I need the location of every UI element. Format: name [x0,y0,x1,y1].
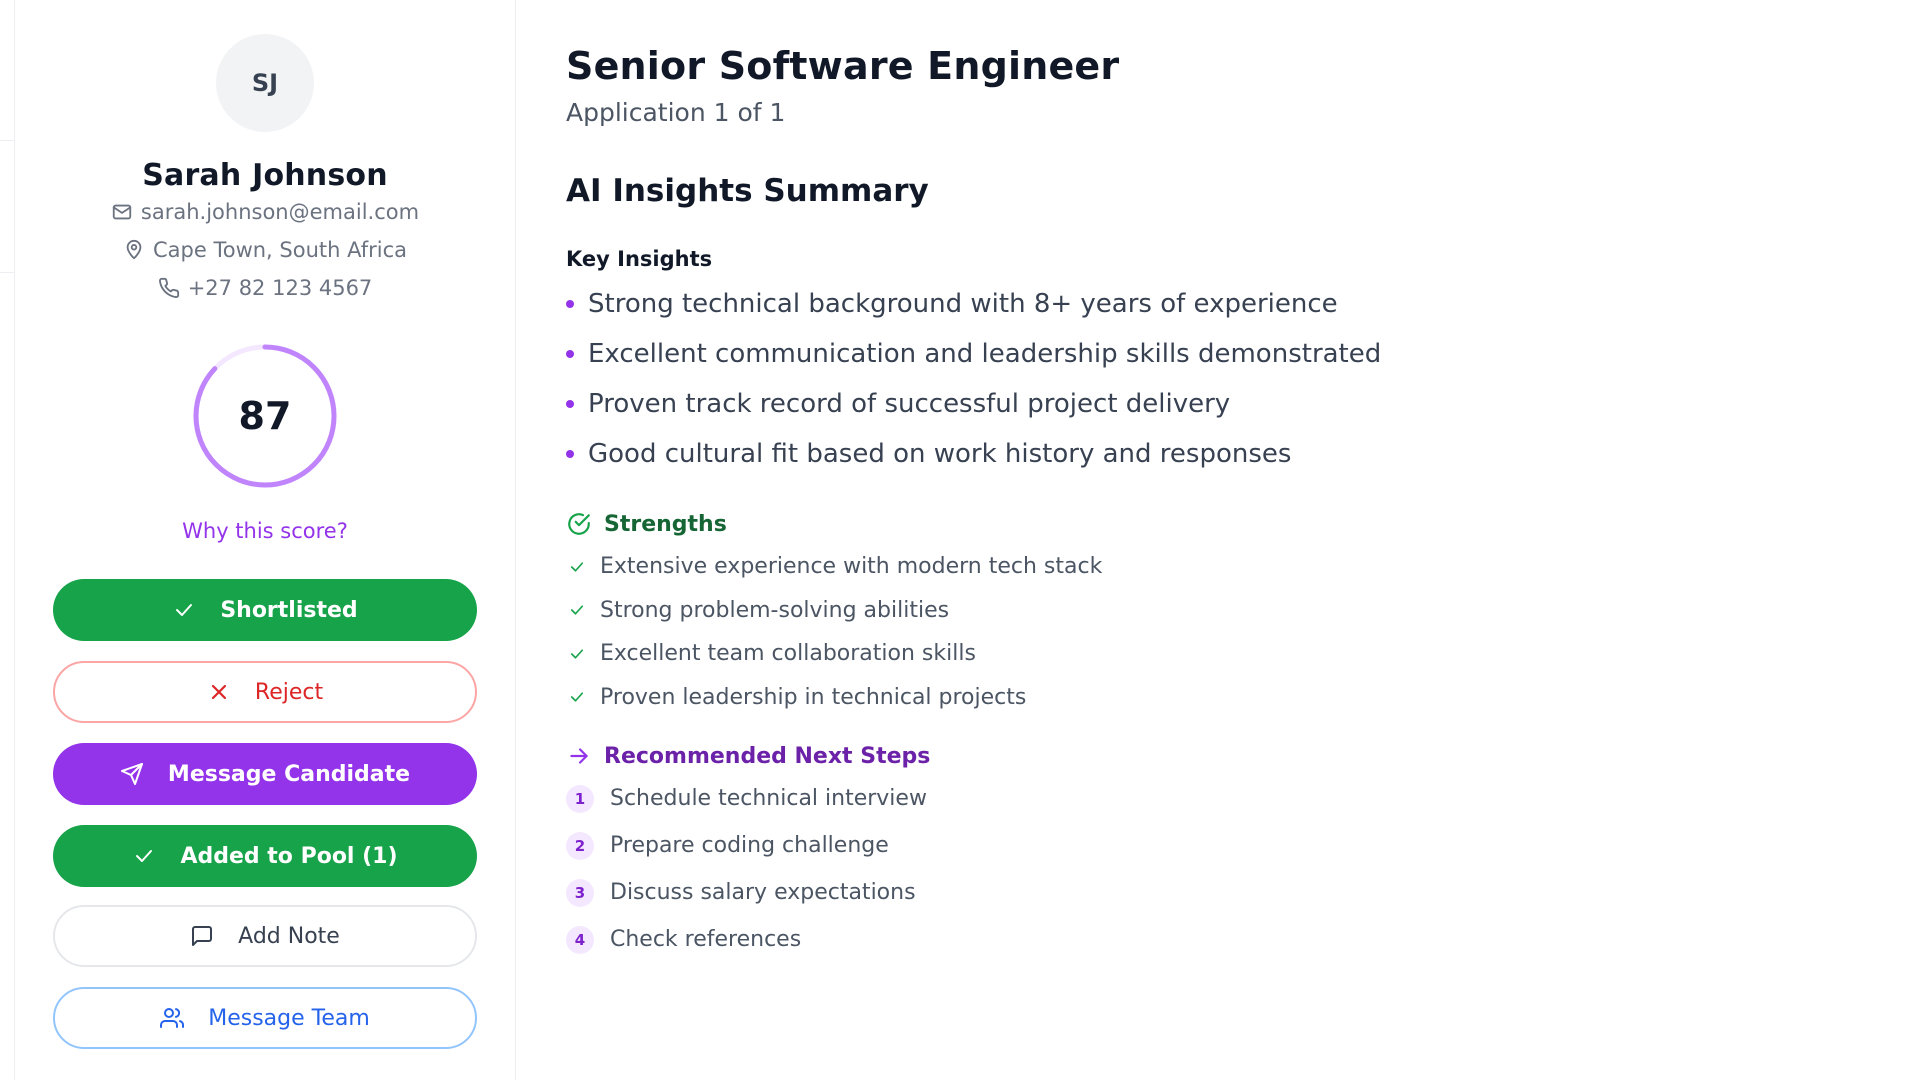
check-icon [570,649,584,659]
ai-insights-title: AI Insights Summary [566,173,929,209]
arrow-right-icon [570,748,588,764]
location-text: Cape Town, South Africa [153,238,407,262]
contact-phone: +27 82 123 4567 [158,269,373,307]
bullet-dot [566,350,574,358]
score-gauge: 87 [192,343,338,489]
list-item: Proven leadership in technical projects [566,676,1880,720]
reject-button[interactable]: Reject [53,661,477,723]
strength-text: Extensive experience with modern tech st… [600,554,1103,580]
phone-icon [158,277,179,298]
added-to-pool-label: Added to Pool (1) [180,843,398,869]
insight-text: Excellent communication and leadership s… [588,339,1382,369]
x-icon [211,684,226,700]
step-text: Schedule technical interview [610,786,927,811]
strengths-list: Extensive experience with modern tech st… [566,545,1880,719]
edge-divider [0,272,14,273]
list-item: Strong technical background with 8+ year… [566,279,1880,329]
strengths-heading: Strengths [566,511,1880,537]
step-text: Check references [610,927,802,952]
insight-text: Strong technical background with 8+ year… [588,289,1338,319]
strength-text: Strong problem-solving abilities [600,597,950,623]
score-value: 87 [238,394,292,438]
phone-text: +27 82 123 4567 [187,276,373,300]
check-icon [570,562,584,572]
contact-email: sarah.johnson@email.com [111,193,419,231]
message-candidate-button[interactable]: Message Candidate [53,743,477,805]
check-icon [570,605,584,615]
job-title: Senior Software Engineer [566,44,1120,88]
message-candidate-label: Message Candidate [167,761,411,787]
send-icon [120,763,143,785]
message-team-button[interactable]: Message Team [53,987,477,1049]
list-item: Extensive experience with modern tech st… [566,545,1880,589]
main-panel: Senior Software Engineer Application 1 o… [566,0,1880,963]
shortlisted-label: Shortlisted [220,597,358,623]
next-steps-list: 1 Schedule technical interview 2 Prepare c… [566,775,1880,963]
strength-text: Excellent team collaboration skills [600,641,976,667]
bullet-dot [566,300,574,308]
key-insights-title: Key Insights [566,247,713,271]
shortlisted-button[interactable]: Shortlisted [53,579,477,641]
step-number: 4 [566,925,594,954]
add-note-button[interactable]: Add Note [53,905,477,967]
bullet-dot [566,400,574,408]
application-count: Application 1 of 1 [566,98,786,127]
message-team-label: Message Team [208,1005,370,1031]
step-text: Prepare coding challenge [610,833,889,858]
list-item: 3 Discuss salary expectations [566,869,1880,916]
add-note-label: Add Note [238,923,340,949]
users-icon [160,1008,185,1028]
candidate-name: Sarah Johnson [142,158,388,193]
list-item: Excellent team collaboration skills [566,632,1880,676]
step-number: 1 [566,784,594,813]
check-icon [136,850,153,862]
next-steps-title: Recommended Next Steps [604,743,931,769]
added-to-pool-button[interactable]: Added to Pool (1) [53,825,477,887]
step-text: Discuss salary expectations [610,880,916,905]
strength-text: Proven leadership in technical projects [600,684,1027,710]
candidate-sidebar: SJ Sarah Johnson sarah.johnson@email.com… [15,0,516,1080]
bullet-dot [566,450,574,458]
email-text: sarah.johnson@email.com [140,200,420,224]
message-square-icon [192,926,213,946]
reject-label: Reject [254,679,324,705]
list-item: Proven track record of successful projec… [566,379,1880,429]
step-number: 2 [566,831,594,860]
left-edge-border [14,0,15,1080]
insight-text: Good cultural fit based on work history … [588,439,1292,469]
why-score-link[interactable]: Why this score? [182,519,348,543]
avatar: SJ [216,34,314,132]
list-item: Excellent communication and leadership s… [566,329,1880,379]
next-steps-heading: Recommended Next Steps [566,743,1880,769]
list-item: 1 Schedule technical interview [566,775,1880,822]
contact-location: Cape Town, South Africa [123,231,407,269]
check-circle-icon [568,513,590,535]
mail-icon [112,204,132,220]
list-item: 2 Prepare coding challenge [566,822,1880,869]
key-insights-list: Strong technical background with 8+ year… [566,279,1880,479]
list-item: Strong problem-solving abilities [566,589,1880,633]
check-icon [176,604,193,616]
insight-text: Proven track record of successful projec… [588,389,1231,419]
edge-divider [0,140,14,141]
step-number: 3 [566,878,594,907]
map-pin-icon [126,239,142,260]
score-arc [193,344,337,488]
strengths-title: Strengths [604,511,727,537]
list-item: Good cultural fit based on work history … [566,429,1880,479]
check-icon [570,692,584,702]
list-item: 4 Check references [566,916,1880,963]
